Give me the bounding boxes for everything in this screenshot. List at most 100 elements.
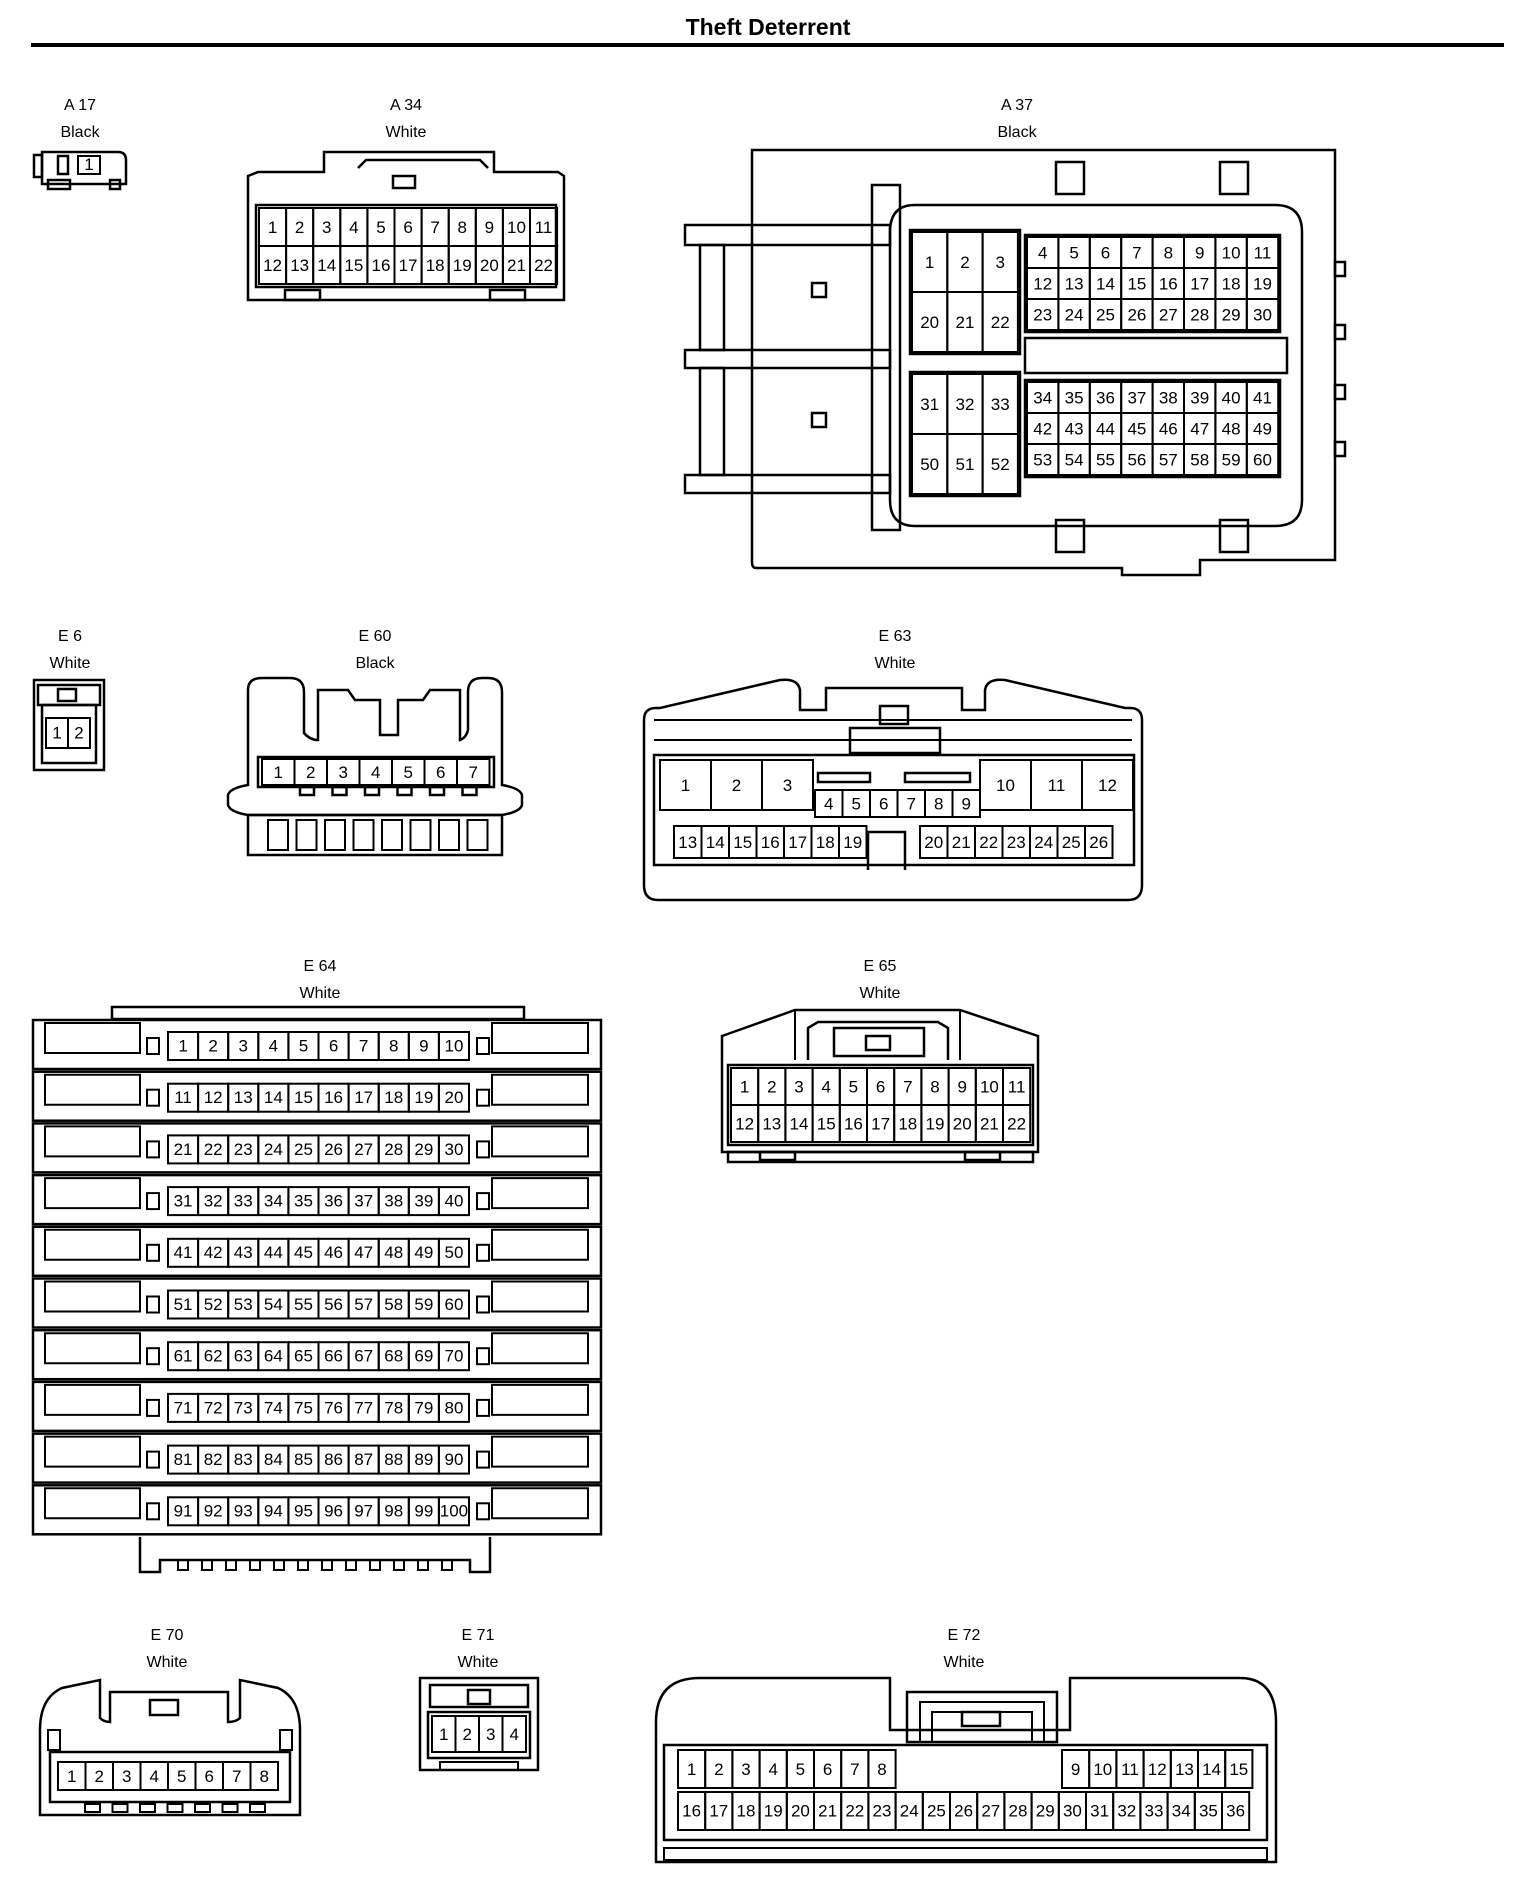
connector-e65-label: E 65 White bbox=[840, 953, 920, 1007]
pin-number: 58 bbox=[1190, 450, 1209, 469]
skirt-slot bbox=[438, 819, 460, 851]
skirt-slot bbox=[369, 1559, 381, 1571]
pin-number: 9 bbox=[957, 1077, 966, 1096]
pin-number: 6 bbox=[823, 1760, 832, 1779]
pin-number: 23 bbox=[1007, 833, 1026, 852]
connector-a37-label: A 37 Black bbox=[977, 92, 1057, 146]
connector-a17: 1 bbox=[32, 150, 128, 191]
row-tab bbox=[44, 1487, 141, 1520]
pin-number: 5 bbox=[849, 1077, 858, 1096]
pin-number: 34 bbox=[1033, 388, 1052, 407]
pin-number: 9 bbox=[485, 218, 494, 237]
row-lock bbox=[146, 1037, 160, 1055]
bottom-skirt bbox=[246, 813, 504, 857]
pin-number: 22 bbox=[979, 833, 998, 852]
pin-number: 14 bbox=[264, 1088, 283, 1107]
latch-side bbox=[794, 1010, 961, 1060]
pin-tab bbox=[249, 1803, 266, 1813]
pin-number: 4 bbox=[821, 1077, 830, 1096]
pin-number: 19 bbox=[764, 1801, 783, 1820]
pin-number: 22 bbox=[845, 1801, 864, 1820]
row-plate bbox=[31, 1484, 603, 1536]
row-plate bbox=[31, 1380, 603, 1433]
inner-rail bbox=[654, 719, 1132, 741]
pin-number: 32 bbox=[955, 395, 974, 414]
pin-number: 54 bbox=[1065, 450, 1084, 469]
bottom-skirt bbox=[663, 1847, 1268, 1861]
row-plate bbox=[31, 1225, 603, 1278]
pin-number: 2 bbox=[767, 1077, 776, 1096]
pin-number: 7 bbox=[232, 1767, 241, 1786]
skirt-slot bbox=[267, 819, 289, 851]
pin-number: 6 bbox=[1101, 243, 1110, 262]
row-lock bbox=[146, 1192, 160, 1211]
pin-number: 2 bbox=[306, 763, 315, 782]
pin-number: 50 bbox=[920, 455, 939, 474]
pin-number: 14 bbox=[790, 1114, 809, 1133]
pin-number: 9 bbox=[1071, 1760, 1080, 1779]
bottom-skirt bbox=[439, 1761, 519, 1771]
pin-number: 73 bbox=[234, 1398, 253, 1417]
pin-number: 52 bbox=[991, 455, 1010, 474]
pin-cavity bbox=[437, 1444, 470, 1475]
row-lock bbox=[476, 1450, 490, 1469]
latch-tab bbox=[391, 174, 417, 190]
pin-number: 13 bbox=[290, 256, 309, 275]
housing-outline bbox=[750, 148, 1337, 577]
pin-number: 10 bbox=[1093, 1760, 1112, 1779]
pin-tab bbox=[298, 785, 316, 797]
pin-number: 92 bbox=[204, 1502, 223, 1521]
skirt-slot bbox=[321, 1559, 333, 1571]
pin-number: 57 bbox=[1159, 450, 1178, 469]
pin-number: 8 bbox=[1164, 243, 1173, 262]
pin-number: 86 bbox=[324, 1450, 343, 1469]
pin-number: 23 bbox=[873, 1801, 892, 1820]
pin-number: 6 bbox=[876, 1077, 885, 1096]
pin-number: 18 bbox=[1222, 274, 1241, 293]
row-lock bbox=[146, 1450, 160, 1469]
latch-tab bbox=[56, 687, 78, 703]
pin-number: 45 bbox=[1127, 419, 1146, 438]
row-lock bbox=[476, 1295, 490, 1314]
pin-number: 4 bbox=[269, 1036, 278, 1055]
row-lock bbox=[476, 1347, 490, 1366]
pin-number: 4 bbox=[1038, 243, 1047, 262]
connector-id: A 34 bbox=[389, 97, 423, 114]
row-lock bbox=[146, 1088, 160, 1107]
pin-number: 4 bbox=[371, 763, 380, 782]
pin-cavity bbox=[1245, 443, 1280, 476]
pin-number: 20 bbox=[480, 256, 499, 275]
pin-number: 32 bbox=[1117, 1801, 1136, 1820]
row-lock bbox=[146, 1140, 160, 1159]
pin-number: 16 bbox=[844, 1114, 863, 1133]
pin-number: 19 bbox=[453, 256, 472, 275]
housing-outline bbox=[642, 678, 1144, 902]
housing-outline bbox=[226, 676, 524, 817]
connector-id: E 63 bbox=[878, 628, 912, 645]
pin-number: 1 bbox=[439, 1725, 448, 1744]
pin-number: 31 bbox=[920, 395, 939, 414]
page-title: Theft Deterrent bbox=[685, 14, 851, 40]
latch-window bbox=[848, 726, 942, 755]
skirt-slot bbox=[295, 819, 318, 851]
pin-number: 13 bbox=[234, 1088, 253, 1107]
pin-number: 16 bbox=[1159, 274, 1178, 293]
row-lock bbox=[476, 1502, 490, 1521]
side-clip bbox=[1333, 440, 1347, 458]
pin-number: 99 bbox=[414, 1502, 433, 1521]
pin-number: 30 bbox=[1063, 1801, 1082, 1820]
pin-number: 20 bbox=[924, 833, 943, 852]
row-lock bbox=[476, 1192, 490, 1211]
pin-cavity bbox=[437, 1392, 470, 1423]
pin-number: 36 bbox=[1226, 1801, 1245, 1820]
pin-number: 15 bbox=[1229, 1760, 1248, 1779]
pin-tab bbox=[221, 1803, 239, 1813]
pin-number: 63 bbox=[234, 1347, 253, 1366]
cavity-frame bbox=[426, 1710, 532, 1760]
connector-id: E 60 bbox=[358, 628, 392, 645]
pin-number: 9 bbox=[1195, 243, 1204, 262]
